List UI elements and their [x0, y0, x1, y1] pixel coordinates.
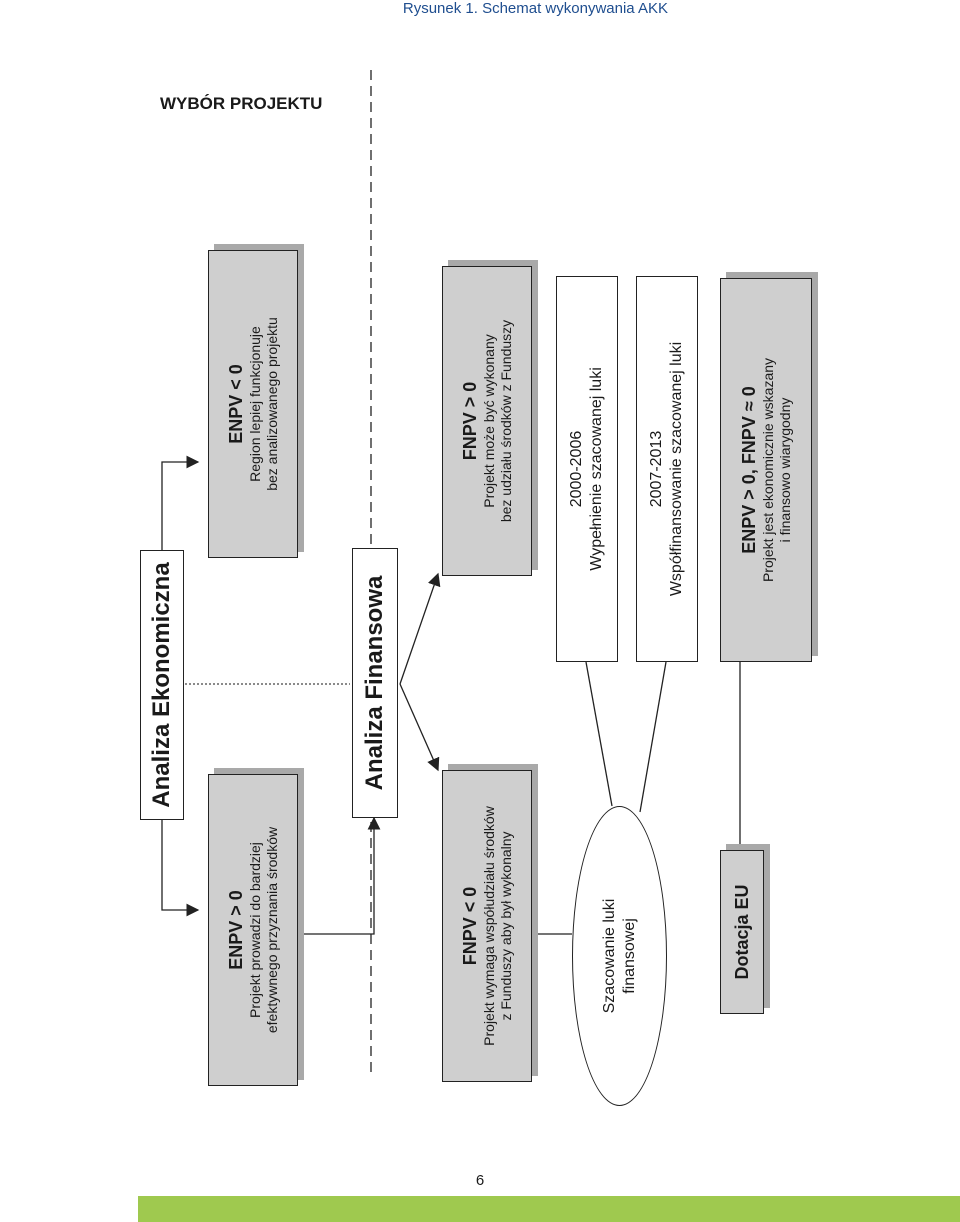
- fnpv-negative-line1: Projekt wymaga współudziału środków: [481, 806, 497, 1046]
- footer-bar: [138, 1196, 960, 1222]
- dotacja-label: Dotacja EU: [732, 884, 752, 980]
- enpv-negative-box: ENPV < 0 Region lepiej funkcjonuje bez a…: [208, 250, 298, 558]
- period-2000-box: 2000-2006 Wypełnienie szacowanej luki: [556, 276, 618, 662]
- arrow-to-enpv-positive: [161, 820, 200, 917]
- enpv-positive-box: ENPV > 0 Projekt prowadzi do bardziej ef…: [208, 774, 298, 1086]
- enpv-fnpv-text: ENPV > 0, FNPV ≈ 0 Projekt jest ekonomic…: [738, 358, 794, 582]
- period-2000-years: 2000-2006: [568, 430, 585, 508]
- fnpv-positive-text: FNPV > 0 Projekt może być wykonany bez u…: [459, 320, 515, 522]
- arrow-to-fnpv-positive: [399, 572, 441, 685]
- period-2007-desc: Współfinansowanie szacowanej luki: [668, 341, 685, 597]
- period-2000-text: 2000-2006 Wypełnienie szacowanej luki: [567, 367, 607, 571]
- analiza-ekonomiczna-box: Analiza Ekonomiczna: [140, 550, 184, 820]
- period-2000-desc: Wypełnienie szacowanej luki: [588, 367, 605, 571]
- analiza-finansowa-box: Analiza Finansowa: [352, 548, 398, 818]
- enpv-fnpv-header: ENPV > 0, FNPV ≈ 0: [739, 386, 759, 554]
- line-ellipse-to-2000: [585, 661, 613, 807]
- analiza-ekonomiczna-label: Analiza Ekonomiczna: [148, 562, 175, 808]
- period-2007-years: 2007-2013: [648, 430, 665, 508]
- szacowanie-ellipse: Szacowanie luki finansowej: [572, 806, 667, 1106]
- arrow-to-analiza-finansowa: [298, 816, 381, 935]
- enpv-negative-line2: bez analizowanego projektu: [264, 317, 280, 491]
- period-2007-text: 2007-2013 Współfinansowanie szacowanej l…: [647, 342, 687, 596]
- dotacja-box: Dotacja EU: [720, 850, 764, 1014]
- fnpv-negative-text: FNPV < 0 Projekt wymaga współudziału śro…: [459, 806, 515, 1046]
- enpv-positive-line1: Projekt prowadzi do bardziej: [247, 842, 263, 1018]
- fnpv-negative-line2: z Funduszy aby był wykonalny: [498, 831, 514, 1021]
- fnpv-positive-header: FNPV > 0: [460, 381, 480, 461]
- enpv-positive-text: ENPV > 0 Projekt prowadzi do bardziej ef…: [225, 827, 281, 1033]
- enpv-positive-line2: efektywnego przyznania środków: [264, 826, 280, 1034]
- fnpv-negative-box: FNPV < 0 Projekt wymaga współudziału śro…: [442, 770, 532, 1082]
- line-ellipse-to-2007: [639, 661, 667, 813]
- period-2007-box: 2007-2013 Współfinansowanie szacowanej l…: [636, 276, 698, 662]
- enpv-fnpv-line1: Projekt jest ekonomicznie wskazany: [760, 357, 776, 583]
- arrow-to-fnpv-negative: [399, 683, 440, 772]
- fnpv-positive-line1: Projekt może być wykonany: [481, 334, 497, 508]
- enpv-positive-header: ENPV > 0: [226, 890, 246, 970]
- enpv-fnpv-box: ENPV > 0, FNPV ≈ 0 Projekt jest ekonomic…: [720, 278, 812, 662]
- figure-title: Rysunek 1. Schemat wykonywania AKK: [402, 0, 668, 17]
- szacowanie-text: Szacowanie luki finansowej: [600, 899, 640, 1014]
- szacowanie-line2: finansowej: [620, 918, 638, 994]
- page-number: 6: [475, 1172, 485, 1189]
- section-label: WYBÓR PROJEKTU: [160, 94, 323, 113]
- enpv-negative-line1: Region lepiej funkcjonuje: [247, 326, 263, 482]
- enpv-fnpv-line2: i finansowo wiarygodny: [777, 397, 793, 543]
- enpv-negative-header: ENPV < 0: [226, 364, 246, 444]
- szacowanie-line1: Szacowanie luki: [600, 898, 618, 1014]
- enpv-negative-text: ENPV < 0 Region lepiej funkcjonuje bez a…: [225, 317, 281, 491]
- analiza-finansowa-label: Analiza Finansowa: [361, 575, 388, 791]
- arrow-to-enpv-negative: [161, 455, 200, 580]
- fnpv-positive-line2: bez udziału środków z Funduszy: [498, 319, 514, 523]
- fnpv-positive-box: FNPV > 0 Projekt może być wykonany bez u…: [442, 266, 532, 576]
- fnpv-negative-header: FNPV < 0: [460, 886, 480, 966]
